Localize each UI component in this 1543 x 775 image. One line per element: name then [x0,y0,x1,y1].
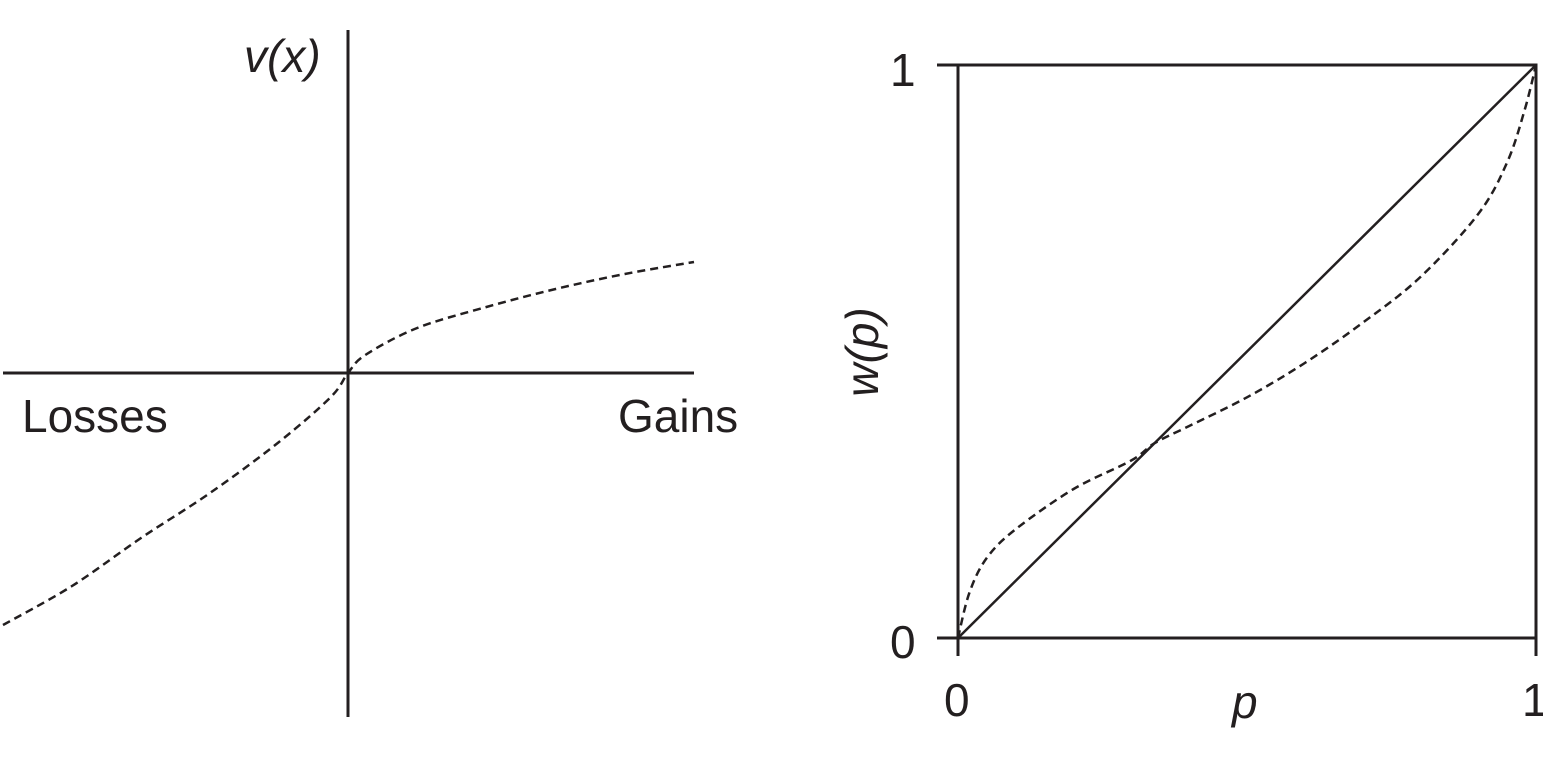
right-x-tick-label-1: 1 [1522,674,1543,726]
left-y-axis-label: v(x) [244,30,321,82]
right-x-axis-label: p [1230,676,1258,728]
losses-label: Losses [22,390,168,442]
right-y-tick-label-0: 0 [890,616,916,668]
value-function-curve [2,260,695,627]
weighting-function-curve [956,64,1538,639]
right-x-tick-label-0: 0 [944,674,970,726]
identity-line [957,64,1537,639]
right-y-tick-label-1: 1 [890,44,916,96]
weighting-function-chart: 1 0 0 1 p w(p) [836,44,1543,728]
gains-label: Gains [618,390,738,442]
right-y-axis-label: w(p) [836,307,888,396]
right-plot-frame [956,63,1538,640]
value-function-chart: v(x) Losses Gains [2,30,738,717]
